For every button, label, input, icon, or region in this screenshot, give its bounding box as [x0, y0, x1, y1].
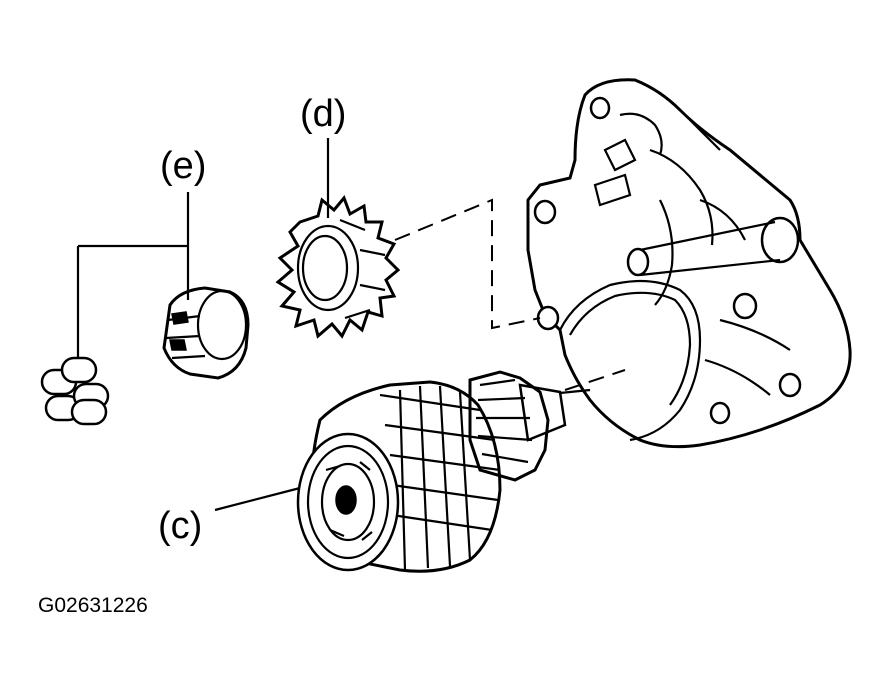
label-c: (c): [158, 505, 202, 547]
sleeve-e: [162, 286, 250, 380]
figure-code: G02631226: [38, 594, 148, 617]
gear-d: [275, 195, 401, 339]
starter-housing: [526, 78, 852, 449]
clutch-assembly-c: [296, 370, 591, 573]
label-d: (d): [300, 93, 346, 135]
rollers: [40, 356, 110, 426]
label-e: (e): [160, 145, 206, 187]
leader-lines: [76, 138, 626, 512]
